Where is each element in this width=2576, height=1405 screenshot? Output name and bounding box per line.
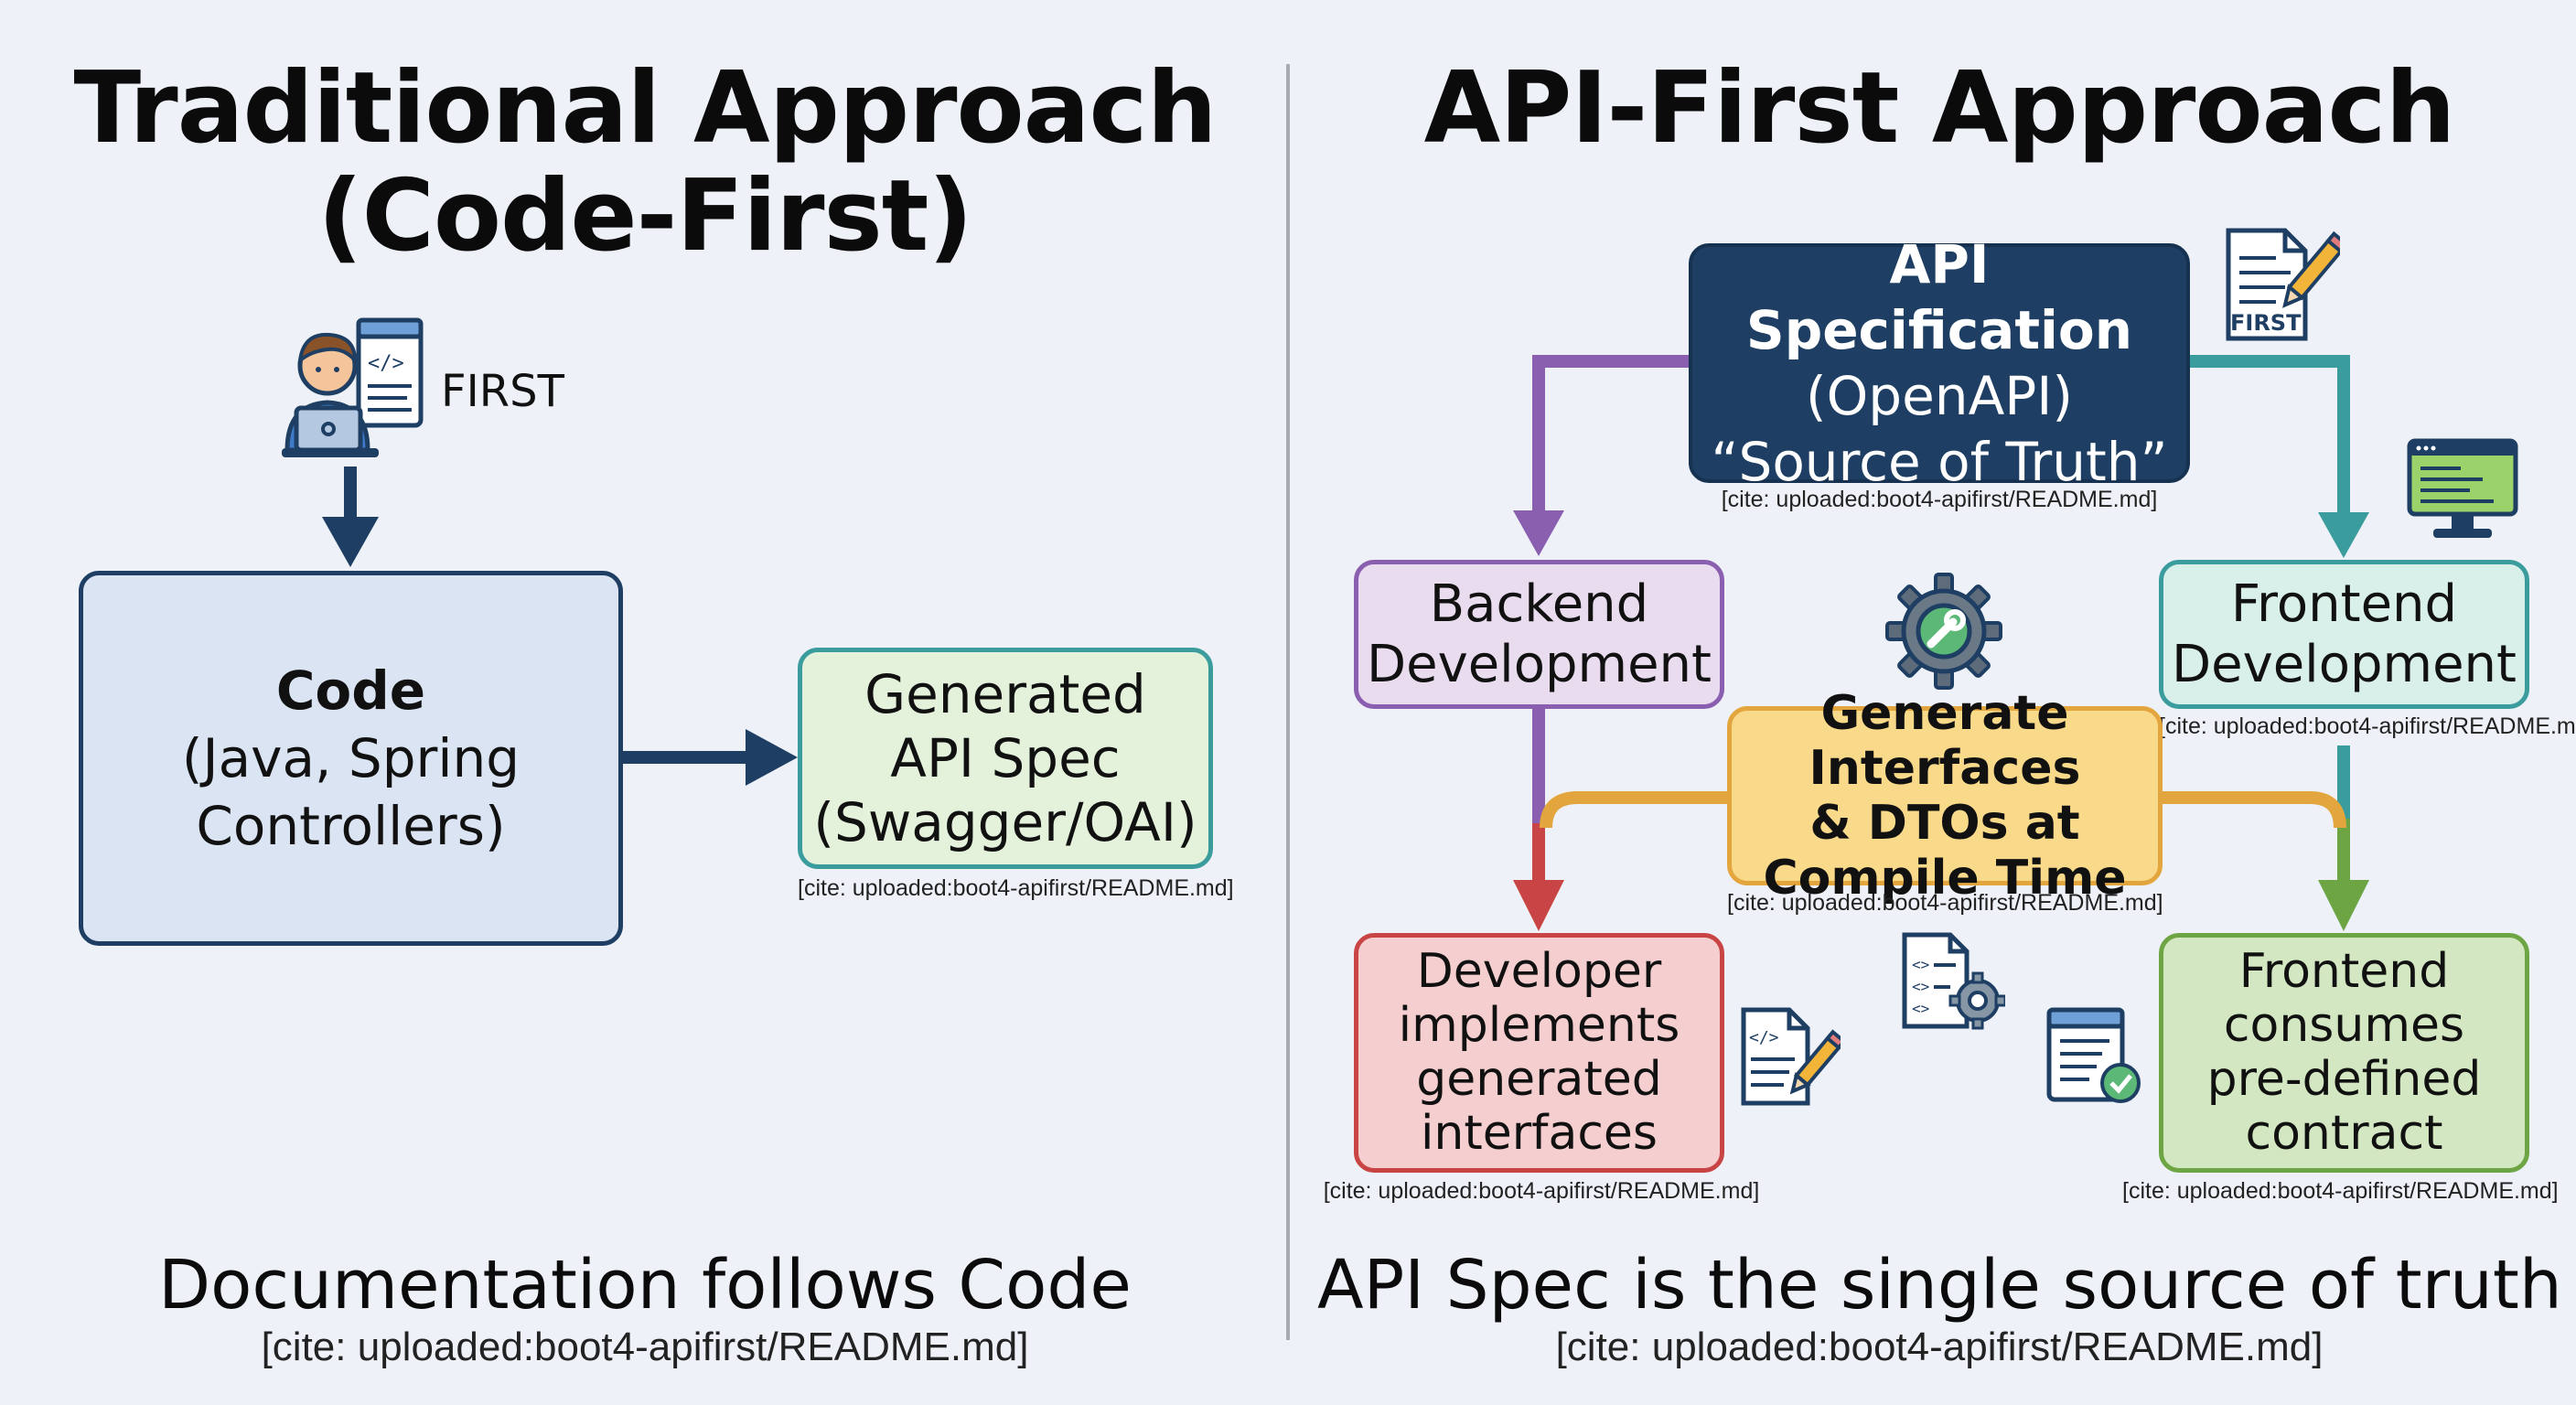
right-footer: API Spec is the single source of truth: [1317, 1246, 2562, 1325]
generate-interfaces-box: Generate Interfaces & DTOs at Compile Ti…: [1727, 686, 2163, 906]
api-spec-title: API Specification: [1745, 233, 2133, 361]
backend-development-box: Backend Development: [1354, 560, 1724, 709]
frontend-line2: Development: [2172, 634, 2517, 694]
arrowhead-dev-to-code: [322, 517, 379, 567]
orange-branch-right: [2161, 791, 2346, 829]
consumes-line4: contract: [2245, 1106, 2443, 1161]
right-footer-cite: [cite: uploaded:boot4-apifirst/README.md…: [1555, 1325, 2324, 1369]
left-title-line2: (Code-First): [317, 159, 973, 273]
svg-text:<>: <>: [1912, 956, 1929, 973]
code-box-line2: (Java, Spring: [181, 727, 521, 789]
backend-line2: Development: [1367, 634, 1712, 694]
arrowhead-code-to-spec: [746, 729, 798, 786]
generate-cite: [cite: uploaded:boot4-apifirst/README.md…: [1727, 890, 2163, 916]
svg-text:<>: <>: [1912, 1000, 1929, 1017]
arrowhead-to-developer: [1513, 880, 1564, 931]
arrowhead-spec-to-backend: [1513, 510, 1564, 556]
developer-cite: [cite: uploaded:boot4-apifirst/README.md…: [1323, 1178, 1760, 1204]
code-doc-gear-icon: <> <> <>: [1902, 932, 2005, 1030]
right-title: API-First Approach: [1423, 51, 2456, 166]
svg-text:<>: <>: [1912, 978, 1929, 995]
checklist-doc-icon: [2046, 1007, 2141, 1103]
developer-line2: implements: [1398, 998, 1680, 1053]
svg-text:</>: </>: [368, 352, 404, 375]
frontend-consumes-box: Frontend consumes pre-defined contract: [2159, 933, 2529, 1173]
api-spec-line2: (OpenAPI): [1806, 365, 2073, 427]
developer-line1: Developer: [1416, 944, 1662, 999]
arrow-spec-to-frontend: [2188, 355, 2350, 514]
left-title-line1: Traditional Approach: [73, 51, 1218, 166]
arrow-spec-to-backend: [1532, 355, 1690, 512]
monitor-code-icon: [2407, 438, 2518, 538]
generated-spec-cite: [cite: uploaded:boot4-apifirst/README.md…: [798, 875, 1234, 901]
developer-line4: interfaces: [1420, 1106, 1658, 1161]
left-footer-cite: [cite: uploaded:boot4-apifirst/README.md…: [261, 1325, 1029, 1369]
code-box-line3: Controllers): [196, 795, 506, 857]
arrowhead-to-consumes: [2318, 880, 2369, 931]
generate-line2: & DTOs at: [1809, 796, 2080, 851]
developer-implements-box: Developer implements generated interface…: [1354, 933, 1724, 1173]
arrowhead-spec-to-frontend: [2318, 512, 2369, 558]
generated-spec-line2: API Spec: [890, 727, 1121, 789]
spec-document-pencil-icon: FIRST: [2226, 228, 2340, 341]
api-spec-box: API Specification (OpenAPI) “Source of T…: [1689, 233, 2190, 493]
generate-line1: Generate Interfaces: [1809, 686, 2081, 796]
consumes-line3: pre-defined: [2206, 1052, 2482, 1107]
gear-wrench-icon: [1885, 573, 2002, 690]
api-spec-line3: “Source of Truth”: [1711, 431, 2168, 493]
orange-branch-left: [1540, 791, 1729, 829]
left-title: Traditional Approach (Code-First): [55, 55, 1235, 271]
svg-text:</>: </>: [1749, 1028, 1779, 1047]
developer-icon: </>: [282, 317, 424, 457]
generated-spec-box: Generated API Spec (Swagger/OAI): [798, 648, 1213, 869]
first-doc-label: FIRST: [2230, 310, 2302, 336]
api-spec-cite: [cite: uploaded:boot4-apifirst/README.md…: [1721, 487, 2158, 512]
frontend-development-box: Frontend Development: [2159, 560, 2529, 709]
developer-line3: generated: [1416, 1052, 1662, 1107]
first-label: FIRST: [441, 366, 564, 417]
code-doc-pencil-icon: </>: [1741, 1007, 1841, 1106]
code-box: Code (Java, Spring Controllers): [79, 571, 623, 946]
consumes-cite: [cite: uploaded:boot4-apifirst/README.md…: [2122, 1178, 2559, 1204]
consumes-line2: consumes: [2223, 998, 2465, 1053]
left-footer: Documentation follows Code: [158, 1246, 1132, 1325]
frontend-line1: Frontend: [2230, 574, 2458, 634]
consumes-line1: Frontend: [2238, 944, 2450, 999]
generated-spec-line1: Generated: [864, 663, 1146, 725]
code-box-title: Code: [275, 660, 426, 722]
generate-line3: Compile Time: [1763, 851, 2127, 906]
frontend-cite: [cite: uploaded:boot4-apifirst/README.md…: [2159, 713, 2576, 739]
generated-spec-line3: (Swagger/OAI): [813, 791, 1197, 853]
backend-line1: Backend: [1429, 574, 1649, 634]
